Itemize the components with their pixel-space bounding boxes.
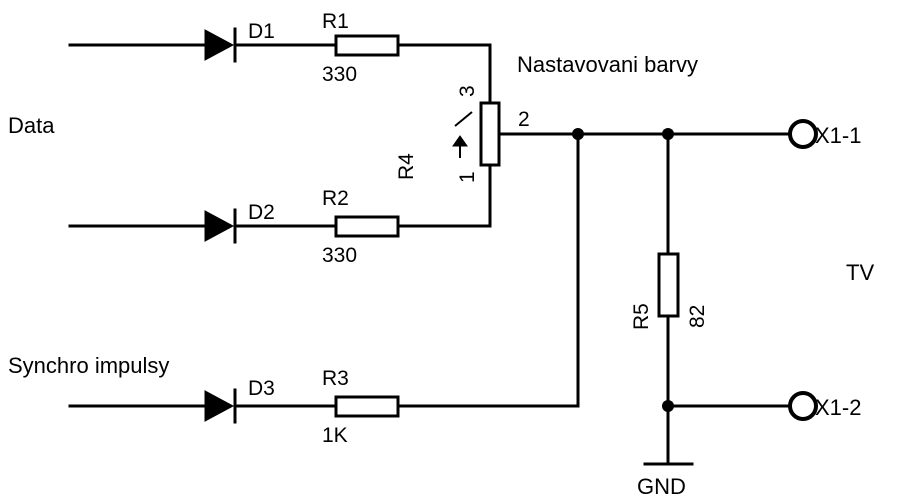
wiper-diagonal [454,111,473,127]
terminal-x1-2 [788,391,818,421]
label-r4-pin3: 3 [456,85,479,97]
label-r2: R2 [322,187,349,210]
resistor-r3 [334,395,400,418]
label-nastavovani: Nastavovani barvy [517,52,698,77]
label-x1-2: X1-2 [815,395,861,420]
resistor-r5 [657,252,680,318]
label-synchro: Synchro impulsy [8,353,169,378]
label-gnd: GND [637,474,686,499]
label-r1-value: 330 [322,63,357,86]
diode-d1 [204,29,235,61]
resistor-r2 [334,215,400,238]
junction-dot-1 [572,128,584,140]
label-r2-value: 330 [322,244,357,267]
label-d3: D3 [248,377,275,400]
label-d1: D1 [248,20,275,43]
label-r4-pin2: 2 [518,108,530,131]
label-tv: TV [846,260,874,285]
label-r4-pin1: 1 [456,171,479,183]
label-x1-1: X1-1 [815,123,861,148]
synchro-line [68,132,580,424]
wiper-arrow-head [452,135,468,147]
label-r3-value: 1K [322,424,348,447]
label-r5-value: 82 [686,305,709,328]
terminal-x1-1 [788,119,818,149]
label-data: Data [8,113,55,138]
potentiometer-r4 [452,101,580,167]
label-r5: R5 [630,303,653,330]
label-r1: R1 [322,10,349,33]
data-line-1 [68,27,492,105]
label-r3: R3 [322,367,349,390]
label-d2: D2 [248,201,275,224]
output-network [572,119,818,466]
resistor-r1 [334,34,400,57]
diode-d2 [204,210,235,242]
label-r4: R4 [395,153,418,180]
data-line-2 [68,163,492,244]
diode-d3 [204,390,235,422]
